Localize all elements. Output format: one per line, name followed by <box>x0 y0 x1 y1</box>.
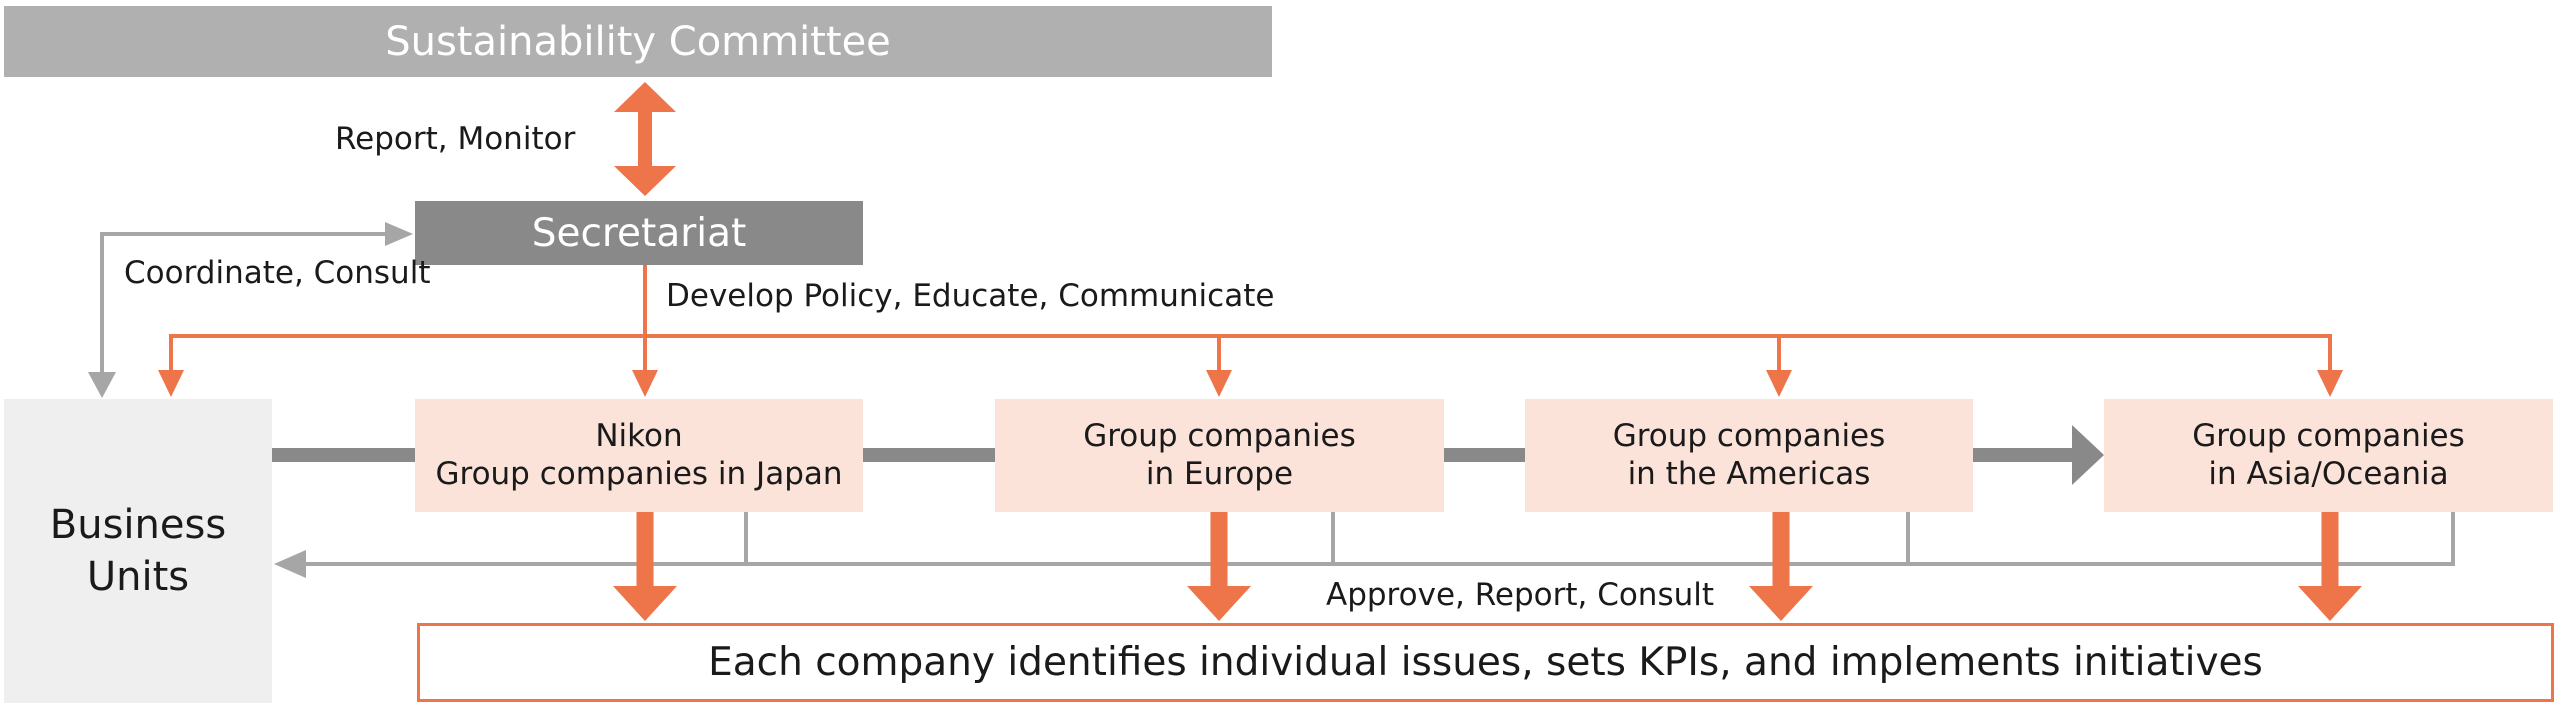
group-asia-line2: in Asia/Oceania <box>2208 455 2449 492</box>
group-asia-line1: Group companies <box>2192 417 2465 454</box>
report-monitor-arrow-down <box>614 166 676 196</box>
policy-horizontal-line <box>169 334 2332 372</box>
business-units-box: Business Units <box>4 399 272 703</box>
sustainability-committee-label: Sustainability Committee <box>385 18 891 65</box>
coordinate-consult-label: Coordinate, Consult <box>124 255 431 291</box>
group-box-americas: Group companies in the Americas <box>1525 399 1973 512</box>
approve-return-line <box>300 512 2455 566</box>
business-units-line1: Business <box>49 502 227 548</box>
implement-arrow-europe <box>1187 586 1251 621</box>
group-box-japan: Nikon Group companies in Japan <box>415 399 863 512</box>
develop-policy-label: Develop Policy, Educate, Communicate <box>666 278 1275 314</box>
group-japan-line2: Group companies in Japan <box>435 455 843 492</box>
approve-arrow-left <box>274 550 306 578</box>
group-box-asia-oceania: Group companies in Asia/Oceania <box>2104 399 2553 512</box>
report-monitor-label: Report, Monitor <box>335 121 576 157</box>
coordinate-consult-line <box>100 232 390 380</box>
coordinate-arrow-right <box>385 222 413 246</box>
implement-arrow-americas <box>1749 586 1813 621</box>
initiatives-label: Each company identifies individual issue… <box>708 640 2263 685</box>
policy-arrow-japan <box>632 370 658 397</box>
policy-arrow-asia <box>2317 370 2343 397</box>
sustainability-committee-box: Sustainability Committee <box>4 6 1272 77</box>
policy-arrow-europe <box>1206 370 1232 397</box>
policy-arrow-business <box>158 370 184 397</box>
consult-arrow-down <box>88 372 116 398</box>
business-units-line2: Units <box>86 554 190 600</box>
group-europe-line2: in Europe <box>1145 455 1294 492</box>
group-japan-line1: Nikon <box>595 417 683 454</box>
initiatives-box: Each company identifies individual issue… <box>417 623 2554 702</box>
group-europe-line1: Group companies <box>1083 417 1356 454</box>
flow-arrowhead <box>2072 425 2104 485</box>
secretariat-label: Secretariat <box>531 210 747 256</box>
group-americas-line1: Group companies <box>1612 417 1886 454</box>
group-box-europe: Group companies in Europe <box>995 399 1444 512</box>
implement-arrow-asia <box>2298 586 2362 621</box>
secretariat-box: Secretariat <box>415 201 863 265</box>
report-monitor-arrow-up <box>614 82 676 112</box>
group-americas-line2: in the Americas <box>1627 455 1871 492</box>
policy-arrow-americas <box>1766 370 1792 397</box>
implement-arrow-japan <box>613 586 677 621</box>
approve-report-consult-label: Approve, Report, Consult <box>1326 577 1715 613</box>
